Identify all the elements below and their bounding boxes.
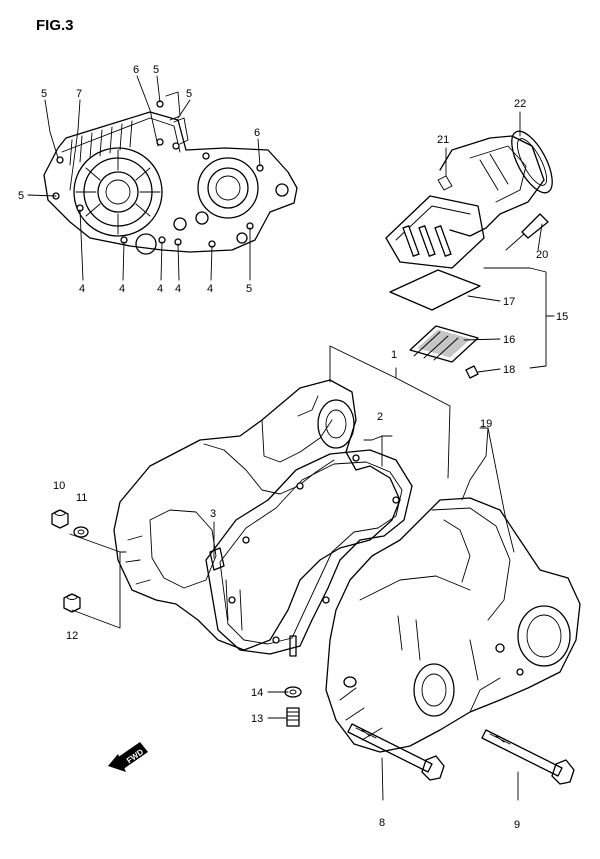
callout-17: 17 xyxy=(503,296,515,308)
callout-9: 9 xyxy=(514,819,520,831)
callout-12: 12 xyxy=(66,630,78,642)
callout-10: 10 xyxy=(53,480,65,492)
callout-11: 11 xyxy=(76,492,87,504)
fwd-arrow-icon: FWD xyxy=(108,742,148,772)
callout-4b: 4 xyxy=(119,283,125,295)
callout-2: 2 xyxy=(377,411,383,423)
callout-22: 22 xyxy=(514,98,526,110)
callout-4a: 4 xyxy=(79,283,85,295)
intake-reed-assembly xyxy=(385,130,553,379)
callout-5e: 5 xyxy=(246,283,252,295)
callout-5a: 5 xyxy=(41,88,47,100)
callouts: 1 2 3 4 4 4 4 4 5 5 5 5 5 6 6 7 8 9 10 1… xyxy=(18,64,568,831)
crankcase-gasket xyxy=(205,449,413,655)
callout-6b: 6 xyxy=(254,127,260,139)
upper-right-leaders xyxy=(445,111,555,373)
callout-5c: 5 xyxy=(186,88,192,100)
callout-5b: 5 xyxy=(153,64,159,76)
callout-15: 15 xyxy=(556,311,568,323)
callout-4d: 4 xyxy=(175,283,181,295)
callout-20: 20 xyxy=(536,249,548,261)
callout-14: 14 xyxy=(251,687,263,699)
callout-6a: 6 xyxy=(133,64,139,76)
callout-19: 19 xyxy=(480,418,492,430)
callout-18: 18 xyxy=(503,364,515,376)
callout-21: 21 xyxy=(437,134,449,146)
crankcase-face-view xyxy=(43,91,298,255)
callout-4c: 4 xyxy=(157,283,163,295)
callout-8: 8 xyxy=(379,817,385,829)
bolt-8 xyxy=(347,723,445,781)
callout-13: 13 xyxy=(251,713,263,725)
callout-3: 3 xyxy=(210,508,216,520)
callout-7: 7 xyxy=(76,88,82,100)
callout-5d: 5 xyxy=(18,190,24,202)
main-leaders xyxy=(69,345,519,801)
bolt-9 xyxy=(481,729,575,785)
callout-4e: 4 xyxy=(207,283,213,295)
upper-left-leaders xyxy=(27,75,261,281)
crankcase-left-half xyxy=(113,379,401,651)
callout-16: 16 xyxy=(503,334,515,346)
crankcase-right-half xyxy=(325,497,581,753)
hardware xyxy=(51,509,302,727)
figure-title: FIG.3 xyxy=(36,17,74,34)
callout-1: 1 xyxy=(391,349,397,361)
